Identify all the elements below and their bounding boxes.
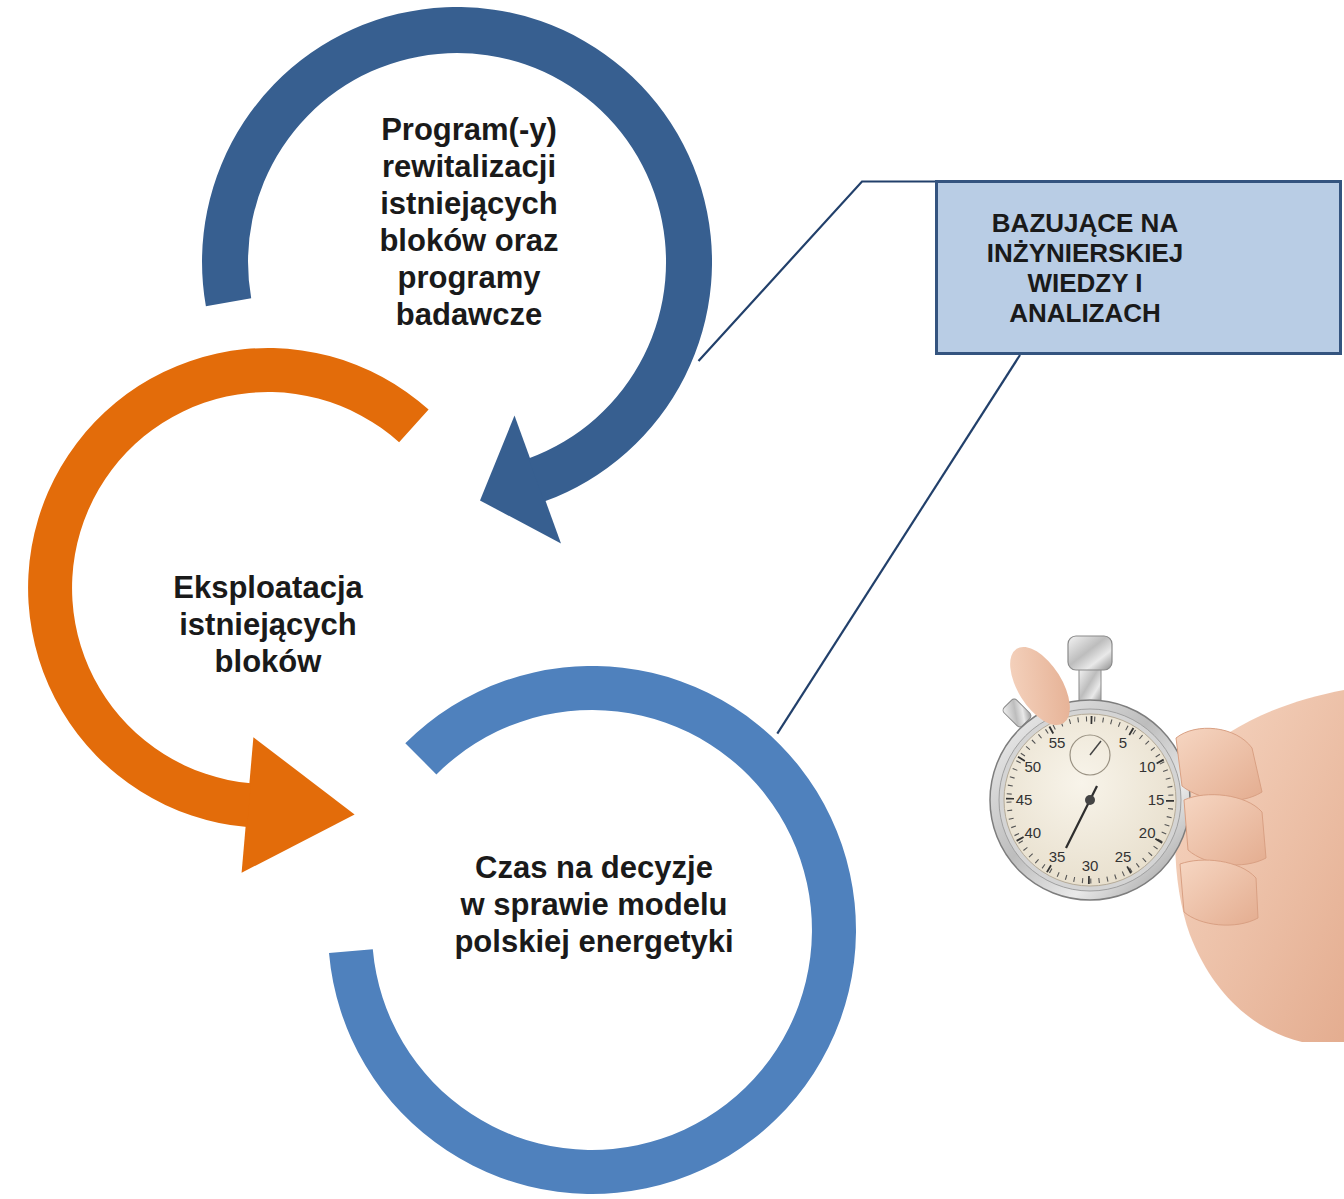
connector xyxy=(699,182,936,362)
arc-band xyxy=(329,666,856,1194)
sub-dial xyxy=(1070,735,1110,775)
leader-line xyxy=(699,182,936,362)
dial-number: 40 xyxy=(1024,824,1041,841)
dial-number: 5 xyxy=(1119,734,1127,751)
node-text: BAZUJĄCE NA INŻYNIERSKIEJ WIEDZY I ANALI… xyxy=(950,208,1220,328)
dial-number-holder: 5 xyxy=(1119,734,1127,752)
bezel xyxy=(990,700,1190,900)
arc-band xyxy=(202,7,712,502)
dial-number-holder: 30 xyxy=(1082,857,1099,875)
dial-number: 20 xyxy=(1139,824,1156,841)
thumb xyxy=(998,637,1082,735)
dial-number-holder: 55 xyxy=(1049,734,1066,752)
inner-bezel xyxy=(999,709,1181,891)
circular-arrow-node: Program(-y) rewitalizacji istniejących b… xyxy=(202,7,712,517)
dial-number-holder: 15 xyxy=(1148,791,1165,809)
dial-number: 55 xyxy=(1049,734,1066,751)
circular-arrow-node: Czas na decyzje w sprawie modelu polskie… xyxy=(328,666,856,1194)
crown-knob xyxy=(1068,636,1112,670)
callout-box: BAZUJĄCE NA INŻYNIERSKIEJ WIEDZY I ANALI… xyxy=(935,180,1342,355)
dial-number: 15 xyxy=(1148,791,1165,808)
arc-band xyxy=(28,348,429,827)
dial-number: 50 xyxy=(1024,758,1041,775)
dial-number-holder: 40 xyxy=(1024,824,1041,842)
dial-number-holder: 45 xyxy=(1016,791,1033,809)
node-text: Eksploatacja istniejących bloków xyxy=(152,569,384,681)
hand-cap xyxy=(1085,795,1095,805)
node-text: Czas na decyzje w sprawie modelu polskie… xyxy=(409,849,779,961)
crown-stem xyxy=(1079,668,1101,704)
dial-number: 25 xyxy=(1115,848,1132,865)
dial-number: 45 xyxy=(1016,791,1033,808)
dial-number-holder: 20 xyxy=(1139,824,1156,842)
dial-number: 35 xyxy=(1049,848,1066,865)
dial-number-holder: 25 xyxy=(1115,848,1132,866)
leader-line xyxy=(777,355,1020,734)
connector xyxy=(777,355,1020,734)
palm xyxy=(1175,690,1344,1042)
arrow-head xyxy=(242,737,355,873)
finger xyxy=(1180,860,1258,925)
stopwatch-hand xyxy=(1066,786,1097,848)
dial-number-holder: 35 xyxy=(1049,848,1066,866)
node-text: Program(-y) rewitalizacji istniejących b… xyxy=(349,111,589,334)
dial-number: 30 xyxy=(1082,857,1099,874)
dial-number-holder: 10 xyxy=(1139,758,1156,776)
connector xyxy=(242,737,355,873)
finger xyxy=(1176,728,1262,800)
major-ticks xyxy=(1010,720,1170,880)
minor-ticks xyxy=(1009,719,1171,881)
text-holder: Czas na decyzje w sprawie modelu polskie… xyxy=(409,849,779,961)
dial-face xyxy=(1004,714,1176,886)
finger xyxy=(1184,795,1266,865)
text-holder: BAZUJĄCE NA INŻYNIERSKIEJ WIEDZY I ANALI… xyxy=(950,208,1220,328)
dial-number: 10 xyxy=(1139,758,1156,775)
text-holder: Eksploatacja istniejących bloków xyxy=(152,569,384,681)
text-holder: Program(-y) rewitalizacji istniejących b… xyxy=(349,111,589,334)
dial-number-holder: 50 xyxy=(1024,758,1041,776)
sub-dial-hand xyxy=(1090,741,1101,755)
